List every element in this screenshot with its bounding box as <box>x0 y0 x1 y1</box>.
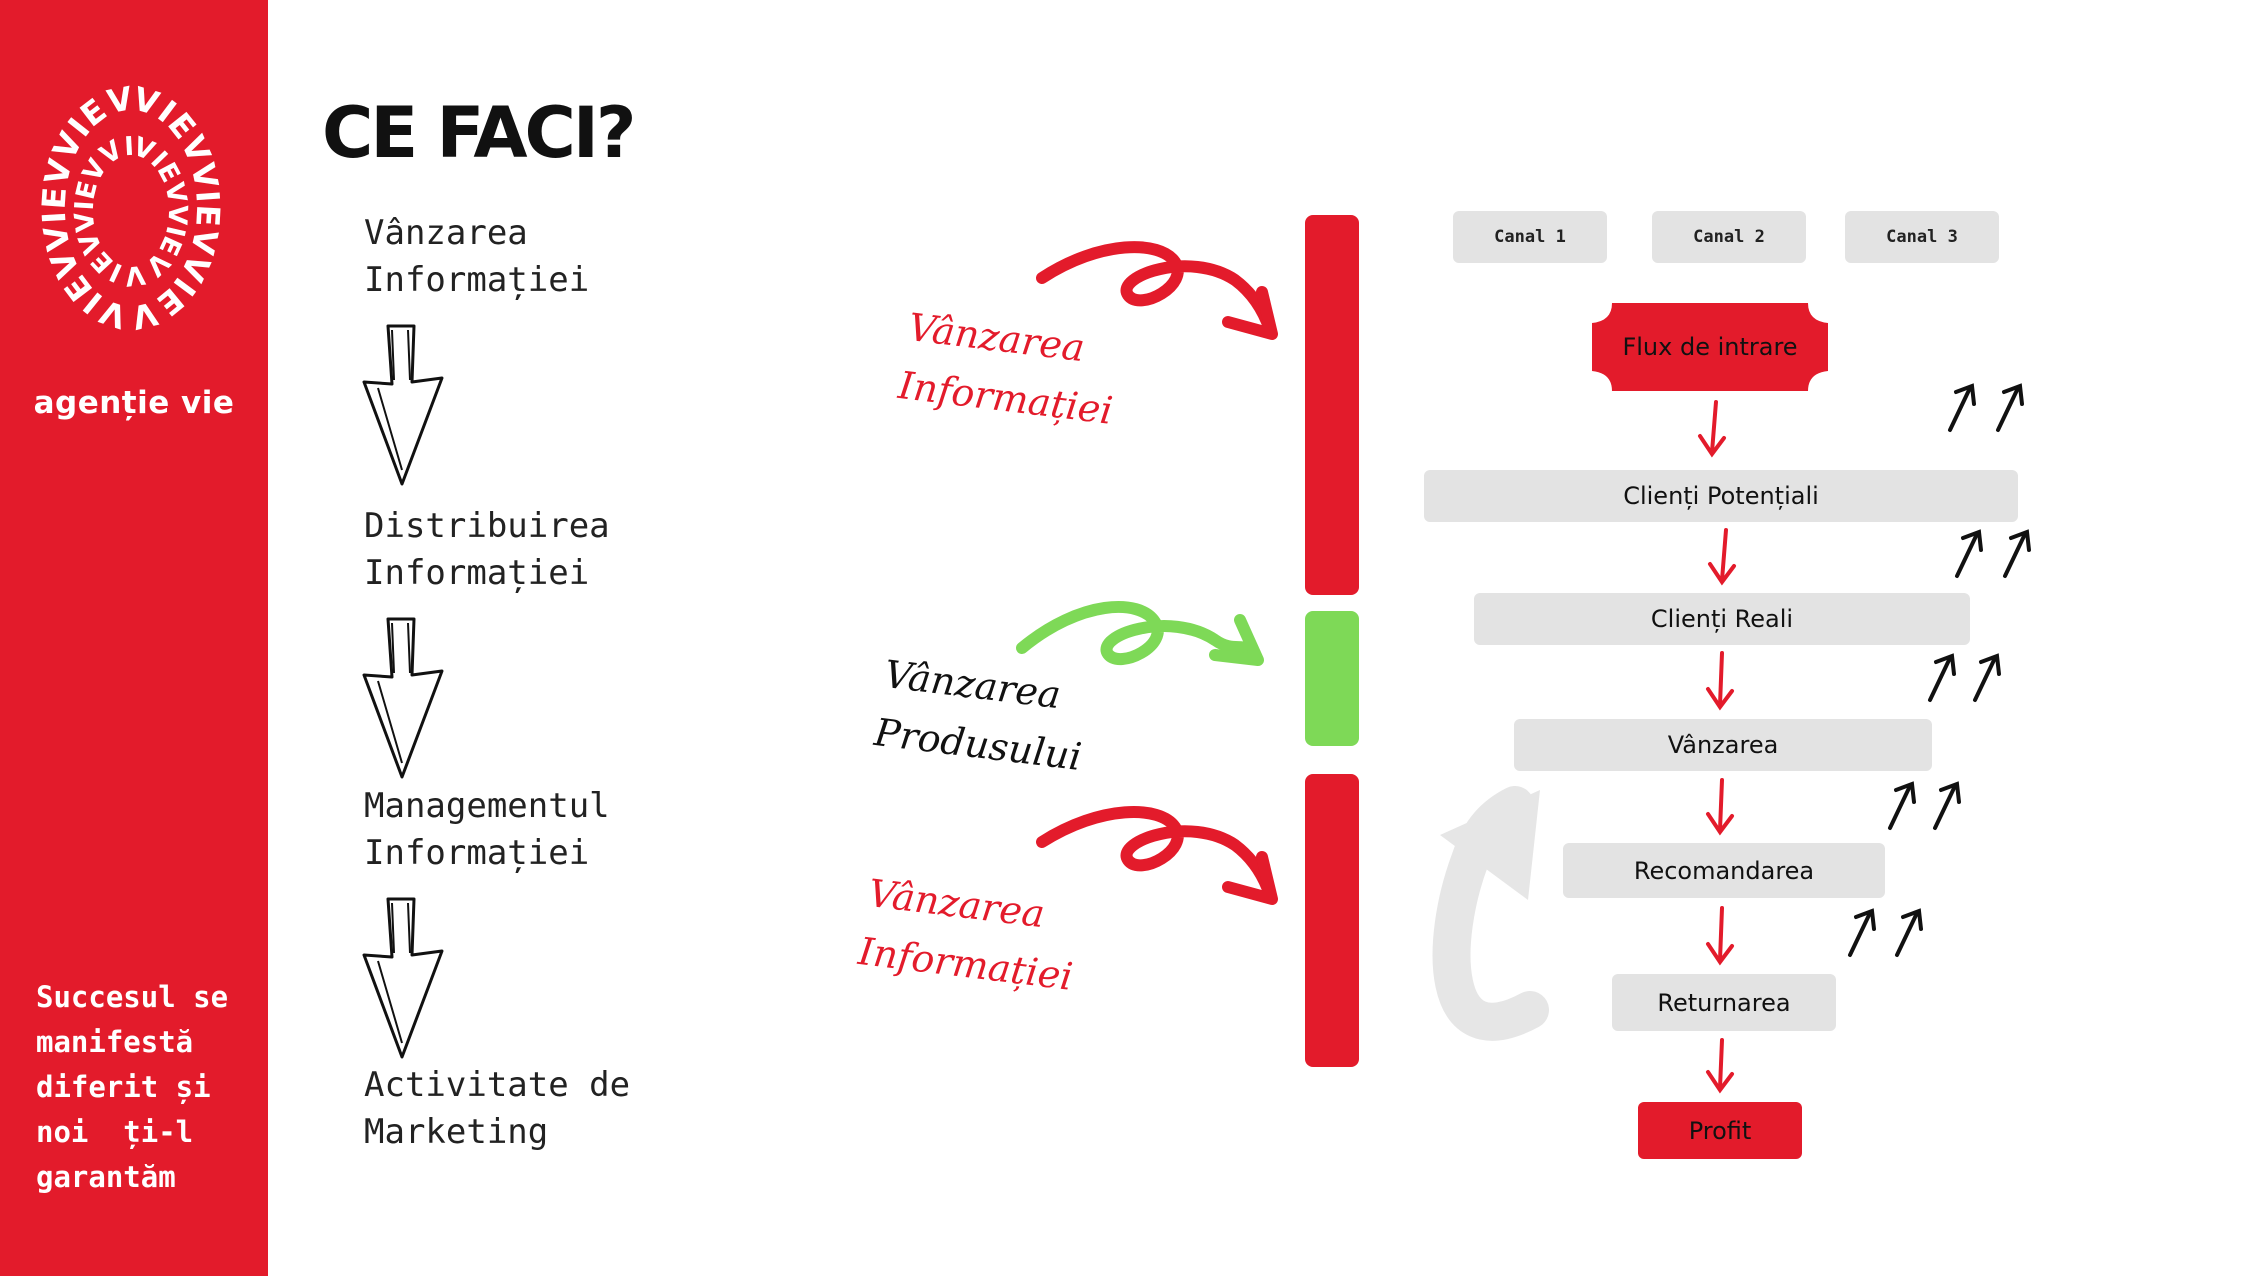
funnel-stage-5: Returnarea <box>1612 974 1836 1031</box>
funnel-stage-1: Clienți Potențiali <box>1424 470 2018 522</box>
flux-badge-shape <box>1592 303 1828 391</box>
funnel-final: Profit <box>1638 1102 1802 1159</box>
curved-arrow-icon <box>1016 600 1264 666</box>
phase-bar-product <box>1305 611 1359 746</box>
channel-1: Canal 1 <box>1453 211 1607 263</box>
step-3: Managementul Informației <box>364 786 610 873</box>
funnel-stage-3: Vânzarea <box>1514 719 1932 771</box>
brand-name: agenție vie <box>33 385 235 421</box>
motto: Succesul se manifestă diferit și noi ți-… <box>36 980 229 1194</box>
curved-arrow-icon <box>1036 241 1278 340</box>
step-2: Distribuirea Informației <box>364 506 610 593</box>
page-title: CE FACI? <box>322 92 637 174</box>
step-4: Activitate de Marketing <box>364 1065 631 1152</box>
down-arrow-icon <box>362 617 444 779</box>
curved-arrow-icon <box>1036 806 1278 905</box>
phase-bar-info-bottom <box>1305 774 1359 1067</box>
down-arrow-icon <box>362 324 444 486</box>
funnel-down-arrow-icon <box>1698 400 1736 1094</box>
down-arrow-icon <box>362 897 444 1059</box>
vie-logo: VIEVVIEVVIEVVIEVVIEVVIEV VIEVVIEVVIEVVIE… <box>36 80 226 337</box>
step-1: Vânzarea Informației <box>364 213 590 300</box>
funnel-entry: Flux de intrare <box>1622 333 1798 361</box>
funnel-stage-2: Clienți Reali <box>1474 593 1970 645</box>
funnel-stage-4: Recomandarea <box>1563 843 1885 898</box>
phase-bar-info-top <box>1305 215 1359 595</box>
channel-2: Canal 2 <box>1652 211 1806 263</box>
sidebar: VIEVVIEVVIEVVIEVVIEVVIEV VIEVVIEVVIEVVIE… <box>0 0 268 1276</box>
growth-arrows-icon <box>1848 383 2031 957</box>
channel-3: Canal 3 <box>1845 211 1999 263</box>
